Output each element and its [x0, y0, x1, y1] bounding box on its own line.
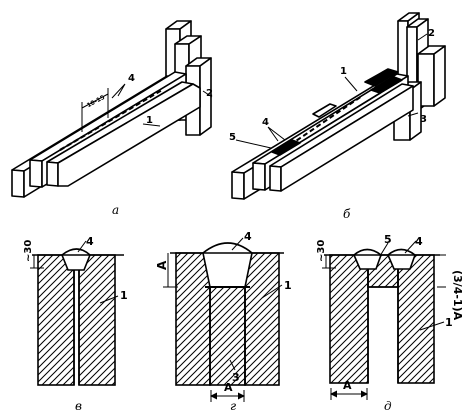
panel-b-label-1: 1 [340, 66, 347, 77]
panel-d-label-1: 1 [445, 316, 453, 329]
panel-v-label-1: 1 [120, 289, 128, 302]
panel-g-label-4: 4 [244, 230, 252, 243]
panel-d-dim-width: A [343, 379, 352, 392]
panel-b-label-2: 2 [428, 28, 435, 39]
panel-a-dimension: 10-15 [86, 94, 106, 109]
caption-d: д [384, 399, 392, 413]
panel-g-drawing [163, 237, 284, 402]
panel-d-label-5: 5 [384, 233, 392, 246]
panel-v-drawing [30, 240, 124, 386]
panel-d-drawing [322, 240, 446, 400]
panel-g-dim-width: A [224, 381, 233, 394]
panel-a-label-2: 2 [206, 88, 213, 99]
panel-b-drawing [231, 12, 446, 200]
panel-a-label-1: 1 [146, 115, 153, 126]
panel-a-label-4: 4 [128, 73, 135, 84]
panel-g-label-1: 1 [284, 279, 292, 292]
panel-v-label-4: 4 [86, 235, 94, 248]
panel-a-drawing [11, 20, 213, 198]
caption-g: г [230, 399, 236, 413]
panel-d-label-4: 4 [415, 235, 423, 248]
panel-g-dim-height: A [155, 260, 169, 270]
panel-g-label-3: 3 [232, 371, 240, 384]
panel-b-label-4: 4 [262, 117, 269, 128]
caption-b: б [343, 207, 351, 221]
panel-b-label-3: 3 [420, 114, 427, 125]
panel-d-dimension: ~30 [316, 240, 327, 262]
panel-d-dim-gap: (3/4-1)A [451, 270, 464, 321]
panel-b-label-5: 5 [229, 132, 236, 143]
caption-v: в [75, 399, 82, 413]
panel-v-dimension: ~30 [23, 240, 34, 262]
caption-a: а [112, 203, 119, 217]
